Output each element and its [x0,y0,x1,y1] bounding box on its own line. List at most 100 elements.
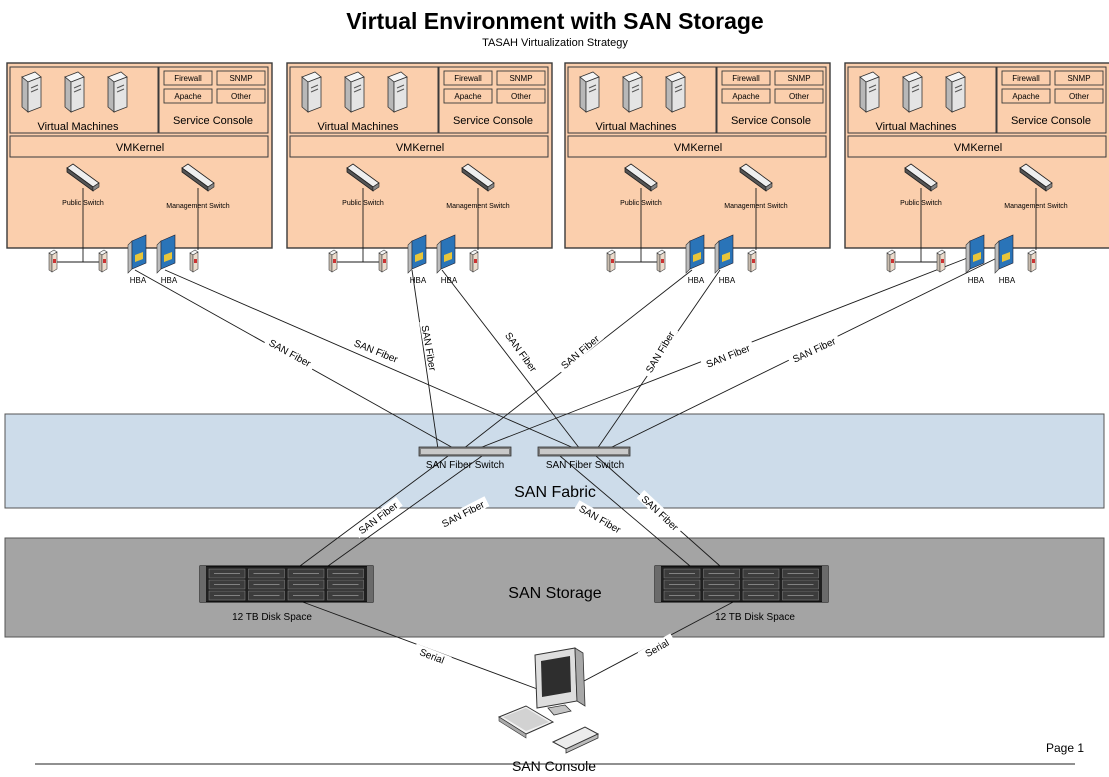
san-console-label: SAN Console [512,758,596,774]
service-firewall-label: Firewall [174,74,202,83]
server-tower-icon [859,71,880,113]
network-switch-icon [346,163,380,192]
service-snmp [216,70,266,86]
service-snmp [1054,70,1104,86]
service-firewall-label: Firewall [454,74,482,83]
service-apache [163,88,213,104]
management-switch-label: Management Switch [446,203,510,210]
service-snmp [496,70,546,86]
fiber-link-label: SAN Fiber [500,326,542,377]
service-other [774,88,824,104]
virtual-machines-label: Virtual Machines [37,121,119,133]
disk-array-icon [654,565,829,603]
public-switch-label: Public Switch [620,200,662,207]
fiber-link [327,455,483,567]
disk-array-icon [199,565,374,603]
fiber-link-label: SAN Fiber [555,329,605,374]
hba-card-icon [127,234,147,274]
vmkernel-label: VMKernel [396,142,444,154]
service-other-label: Other [231,92,251,101]
vmkernel-label: VMKernel [116,142,164,154]
management-switch-label: Management Switch [166,203,230,210]
fiber-link [164,269,577,450]
svg-text:SAN Fiber: SAN Fiber [559,333,602,372]
fiber-switch-1: SAN Fiber Switch [418,446,512,471]
vmkernel-label: VMKernel [674,142,722,154]
fiber-link [559,455,691,567]
server-tower-icon [579,71,600,113]
public-switch-label: Public Switch [342,200,384,207]
hba-label: HBA [999,276,1016,285]
service-apache [1001,88,1051,104]
hba-label: HBA [688,276,705,285]
network-port-icon [48,249,58,273]
disk-array-1-label: 12 TB Disk Space [232,612,312,623]
network-port-icon [328,249,338,273]
service-other [496,88,546,104]
network-port-icon [747,249,757,273]
network-switch-icon [624,163,658,192]
service-console-label: Service Console [731,115,811,127]
network-switch-icon [739,163,773,192]
fiber-link [411,269,439,450]
san-storage-label: SAN Storage [508,585,601,602]
fiber-link-label: SAN Fiber [640,325,679,378]
network-port-icon [378,249,388,273]
service-console-label: Service Console [173,115,253,127]
hba-label: HBA [968,276,985,285]
service-other-label: Other [789,92,809,101]
service-console-label: Service Console [1011,115,1091,127]
service-apache-label: Apache [732,92,760,101]
hba-card-icon [156,234,176,274]
fiber-switch-1-label: SAN Fiber Switch [426,460,504,471]
virtual-machines-label: Virtual Machines [875,121,957,133]
hba-card-icon [407,234,427,274]
network-switch-icon [181,163,215,192]
server-tower-icon [21,71,42,113]
connector-lines [134,254,1004,691]
hba-label: HBA [441,276,458,285]
network-port-icon [189,249,199,273]
service-snmp-label: SNMP [1067,74,1090,83]
service-snmp [774,70,824,86]
hba-card-icon [685,234,705,274]
service-other-label: Other [1069,92,1089,101]
fiber-link [441,269,581,450]
service-apache [721,88,771,104]
server-tower-icon [945,71,966,113]
service-console-label: Service Console [453,115,533,127]
fiber-switch-2-label: SAN Fiber Switch [546,460,624,471]
service-firewall [443,70,493,86]
page-number: Page 1 [1046,741,1084,755]
network-port-icon [886,249,896,273]
public-switch-label: Public Switch [900,200,942,207]
server-tower-icon [387,71,408,113]
san-fabric-label: SAN Fabric [514,484,596,501]
hba-card-icon [714,234,734,274]
hba-label: HBA [161,276,178,285]
network-port-icon [656,249,666,273]
server-tower-icon [622,71,643,113]
svg-text:SAN Fiber: SAN Fiber [644,329,678,375]
hba-card-icon [965,234,985,274]
service-other [216,88,266,104]
server-tower-icon [301,71,322,113]
fiber-switch-2: SAN Fiber Switch [537,446,631,471]
serial-link-label: Serial [412,643,452,668]
service-firewall-label: Firewall [1012,74,1040,83]
svg-text:SAN Fiber: SAN Fiber [267,338,313,370]
diagram-title: Virtual Environment with SAN Storage [346,8,763,34]
hba-label: HBA [410,276,427,285]
service-snmp-label: SNMP [229,74,252,83]
network-switch-icon [904,163,938,192]
network-port-icon [98,249,108,273]
fiber-link [299,455,449,567]
fiber-link-label: SAN Fiber [263,334,317,371]
service-firewall [721,70,771,86]
management-switch-label: Management Switch [724,203,788,210]
service-firewall [1001,70,1051,86]
service-snmp-label: SNMP [509,74,532,83]
